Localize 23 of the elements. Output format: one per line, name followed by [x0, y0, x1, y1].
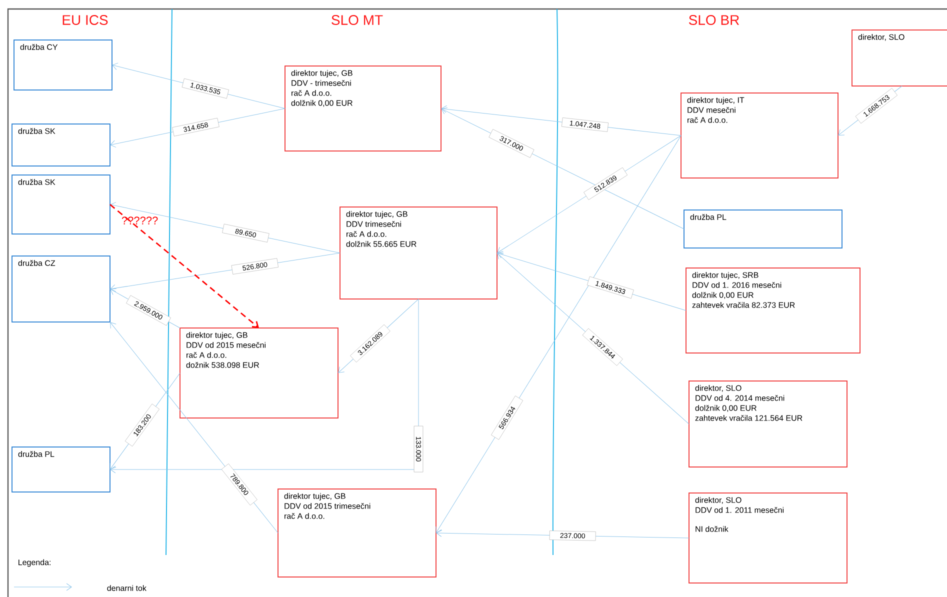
person-box: direktor tujec, GB DDV - trimesečni rač A d.o.o. dolžnik 0,00 EUR: [284, 66, 442, 152]
arrow: [436, 135, 682, 533]
legend-title: Legenda:: [18, 559, 50, 567]
company-box: družba PL: [684, 210, 842, 248]
company-box: družba CZ: [12, 256, 110, 322]
column-heading: SLO MT: [332, 15, 383, 25]
column-heading: EU ICS: [62, 15, 108, 25]
person-box: direktor, SLO DDV od 1. 2011 mesečni NI dožnik: [688, 492, 848, 584]
person-box: direktor, SLO: [852, 30, 947, 86]
person-box: direktor tujec, GB DDV trimesečni rač A d.o.o. dolžnik 55.665 EUR: [340, 206, 498, 300]
edge-label: ??????: [122, 216, 158, 224]
person-box: direktor tujec, SRB DDV od 1. 2016 mesečni dolžnik 0,00 EUR zahtevek vračila 82.373 EUR: [686, 268, 860, 354]
company-box: družba CY: [14, 40, 112, 90]
person-box: direktor tujec, GB DDV od 2015 mesečni rač A d.o.o. dožnik 538.098 EUR: [180, 328, 338, 418]
company-box: družba SK: [12, 174, 110, 234]
company-box: družba PL: [12, 446, 110, 492]
person-box: direktor tujec, GB DDV od 2015 trimesečni rač A d.o.o.: [278, 488, 436, 578]
person-box: direktor, SLO DDV od 4. 2014 mesečni dolžnik 0,00 EUR zahtevek vračila 121.564 EUR: [688, 380, 848, 468]
company-box: družba SK: [12, 124, 110, 166]
column-heading: SLO BR: [688, 15, 740, 25]
arrow: [110, 204, 259, 328]
legend-text: denarni tok: [107, 585, 146, 591]
person-box: direktor tujec, IT DDV mesečni rač A d.o.o.: [680, 92, 838, 178]
